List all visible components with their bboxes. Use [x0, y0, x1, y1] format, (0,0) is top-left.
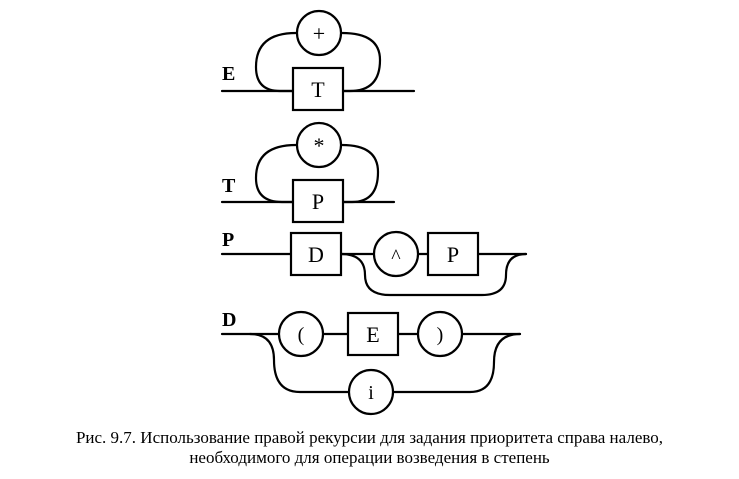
- rule-p-caret-terminal: [372, 230, 420, 278]
- rule-e-diagram: E + T: [220, 9, 416, 112]
- caption-line-2: необходимого для операции возведения в с…: [189, 448, 550, 467]
- rule-t-star-symbol: *: [314, 133, 325, 158]
- rule-e-plus-terminal: [295, 9, 343, 57]
- rule-d-i-symbol: i: [368, 382, 374, 404]
- rule-e-plus-symbol: +: [313, 21, 325, 46]
- rule-t-loop: [254, 143, 380, 204]
- rule-d-diagram: D ( E ) i: [220, 309, 522, 416]
- caption-line-1: Рис. 9.7. Использование правой рекурсии …: [75, 428, 664, 447]
- rule-p-label: P: [222, 229, 234, 251]
- rule-e-t-nonterminal: [291, 66, 345, 112]
- figure-caption: Рис. 9.7. Использование правой рекурсии …: [0, 428, 739, 468]
- rule-p-p-label: P: [447, 242, 459, 267]
- rule-d-e-label: E: [366, 322, 379, 347]
- rule-p-diagram: P D ^ P: [220, 229, 528, 297]
- rule-t-diagram: T * P: [220, 121, 396, 224]
- rule-t-label: T: [222, 175, 236, 197]
- rule-d-e-nonterminal: [346, 311, 400, 357]
- rule-d-alt-branch: [248, 332, 522, 394]
- rule-d-i-terminal: [347, 368, 395, 416]
- rule-t-p-nonterminal: [291, 178, 345, 224]
- rule-e-loop: [254, 31, 382, 93]
- rule-d-close-paren-symbol: ): [437, 324, 444, 346]
- rule-p-d-nonterminal: [289, 231, 343, 277]
- rule-p-bypass: [339, 252, 528, 297]
- rule-d-label: D: [222, 309, 236, 331]
- rule-p-d-label: D: [308, 242, 324, 267]
- rule-t-star-terminal: [295, 121, 343, 169]
- rule-p-caret-symbol: ^: [391, 246, 401, 268]
- rule-t-p-label: P: [312, 189, 324, 214]
- rule-e-label: E: [222, 63, 235, 85]
- rule-p-p-nonterminal: [426, 231, 480, 277]
- rule-d-open-paren-symbol: (: [298, 324, 305, 346]
- rule-d-close-paren-terminal: [416, 310, 464, 358]
- rule-d-open-paren-terminal: [277, 310, 325, 358]
- rule-e-t-label: T: [311, 77, 325, 102]
